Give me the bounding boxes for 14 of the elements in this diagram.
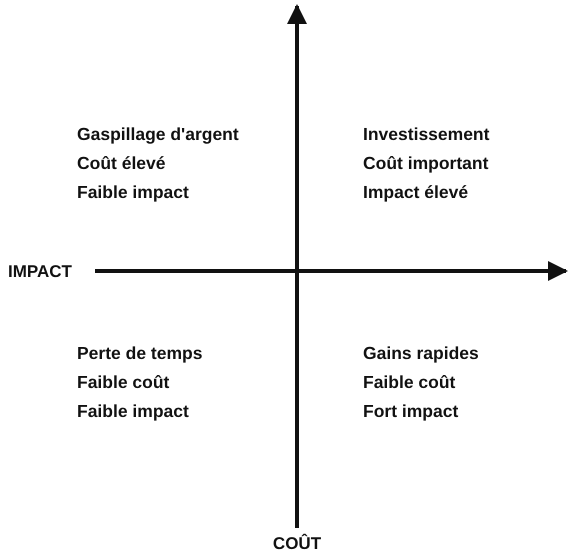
- axis-label: IMPACT: [8, 262, 72, 282]
- quadrant-text: Coût élevé: [77, 153, 166, 173]
- quadrant-text: Impact élevé: [363, 182, 468, 202]
- quadrant-text: Perte de temps: [77, 343, 202, 363]
- quadrant-text: Fort impact: [363, 401, 458, 421]
- quadrant-text: Faible impact: [77, 401, 189, 421]
- quadrant-text: Faible impact: [77, 182, 189, 202]
- quadrant-text: Faible coût: [77, 372, 170, 392]
- quadrant-text: Gains rapides: [363, 343, 479, 363]
- quadrant-text: Coût important: [363, 153, 488, 173]
- axis-label: COÛT: [272, 534, 322, 554]
- quadrant-text: Investissement: [363, 124, 490, 144]
- quadrant-text: Faible coût: [363, 372, 456, 392]
- quadrant-text: Gaspillage d'argent: [77, 124, 239, 144]
